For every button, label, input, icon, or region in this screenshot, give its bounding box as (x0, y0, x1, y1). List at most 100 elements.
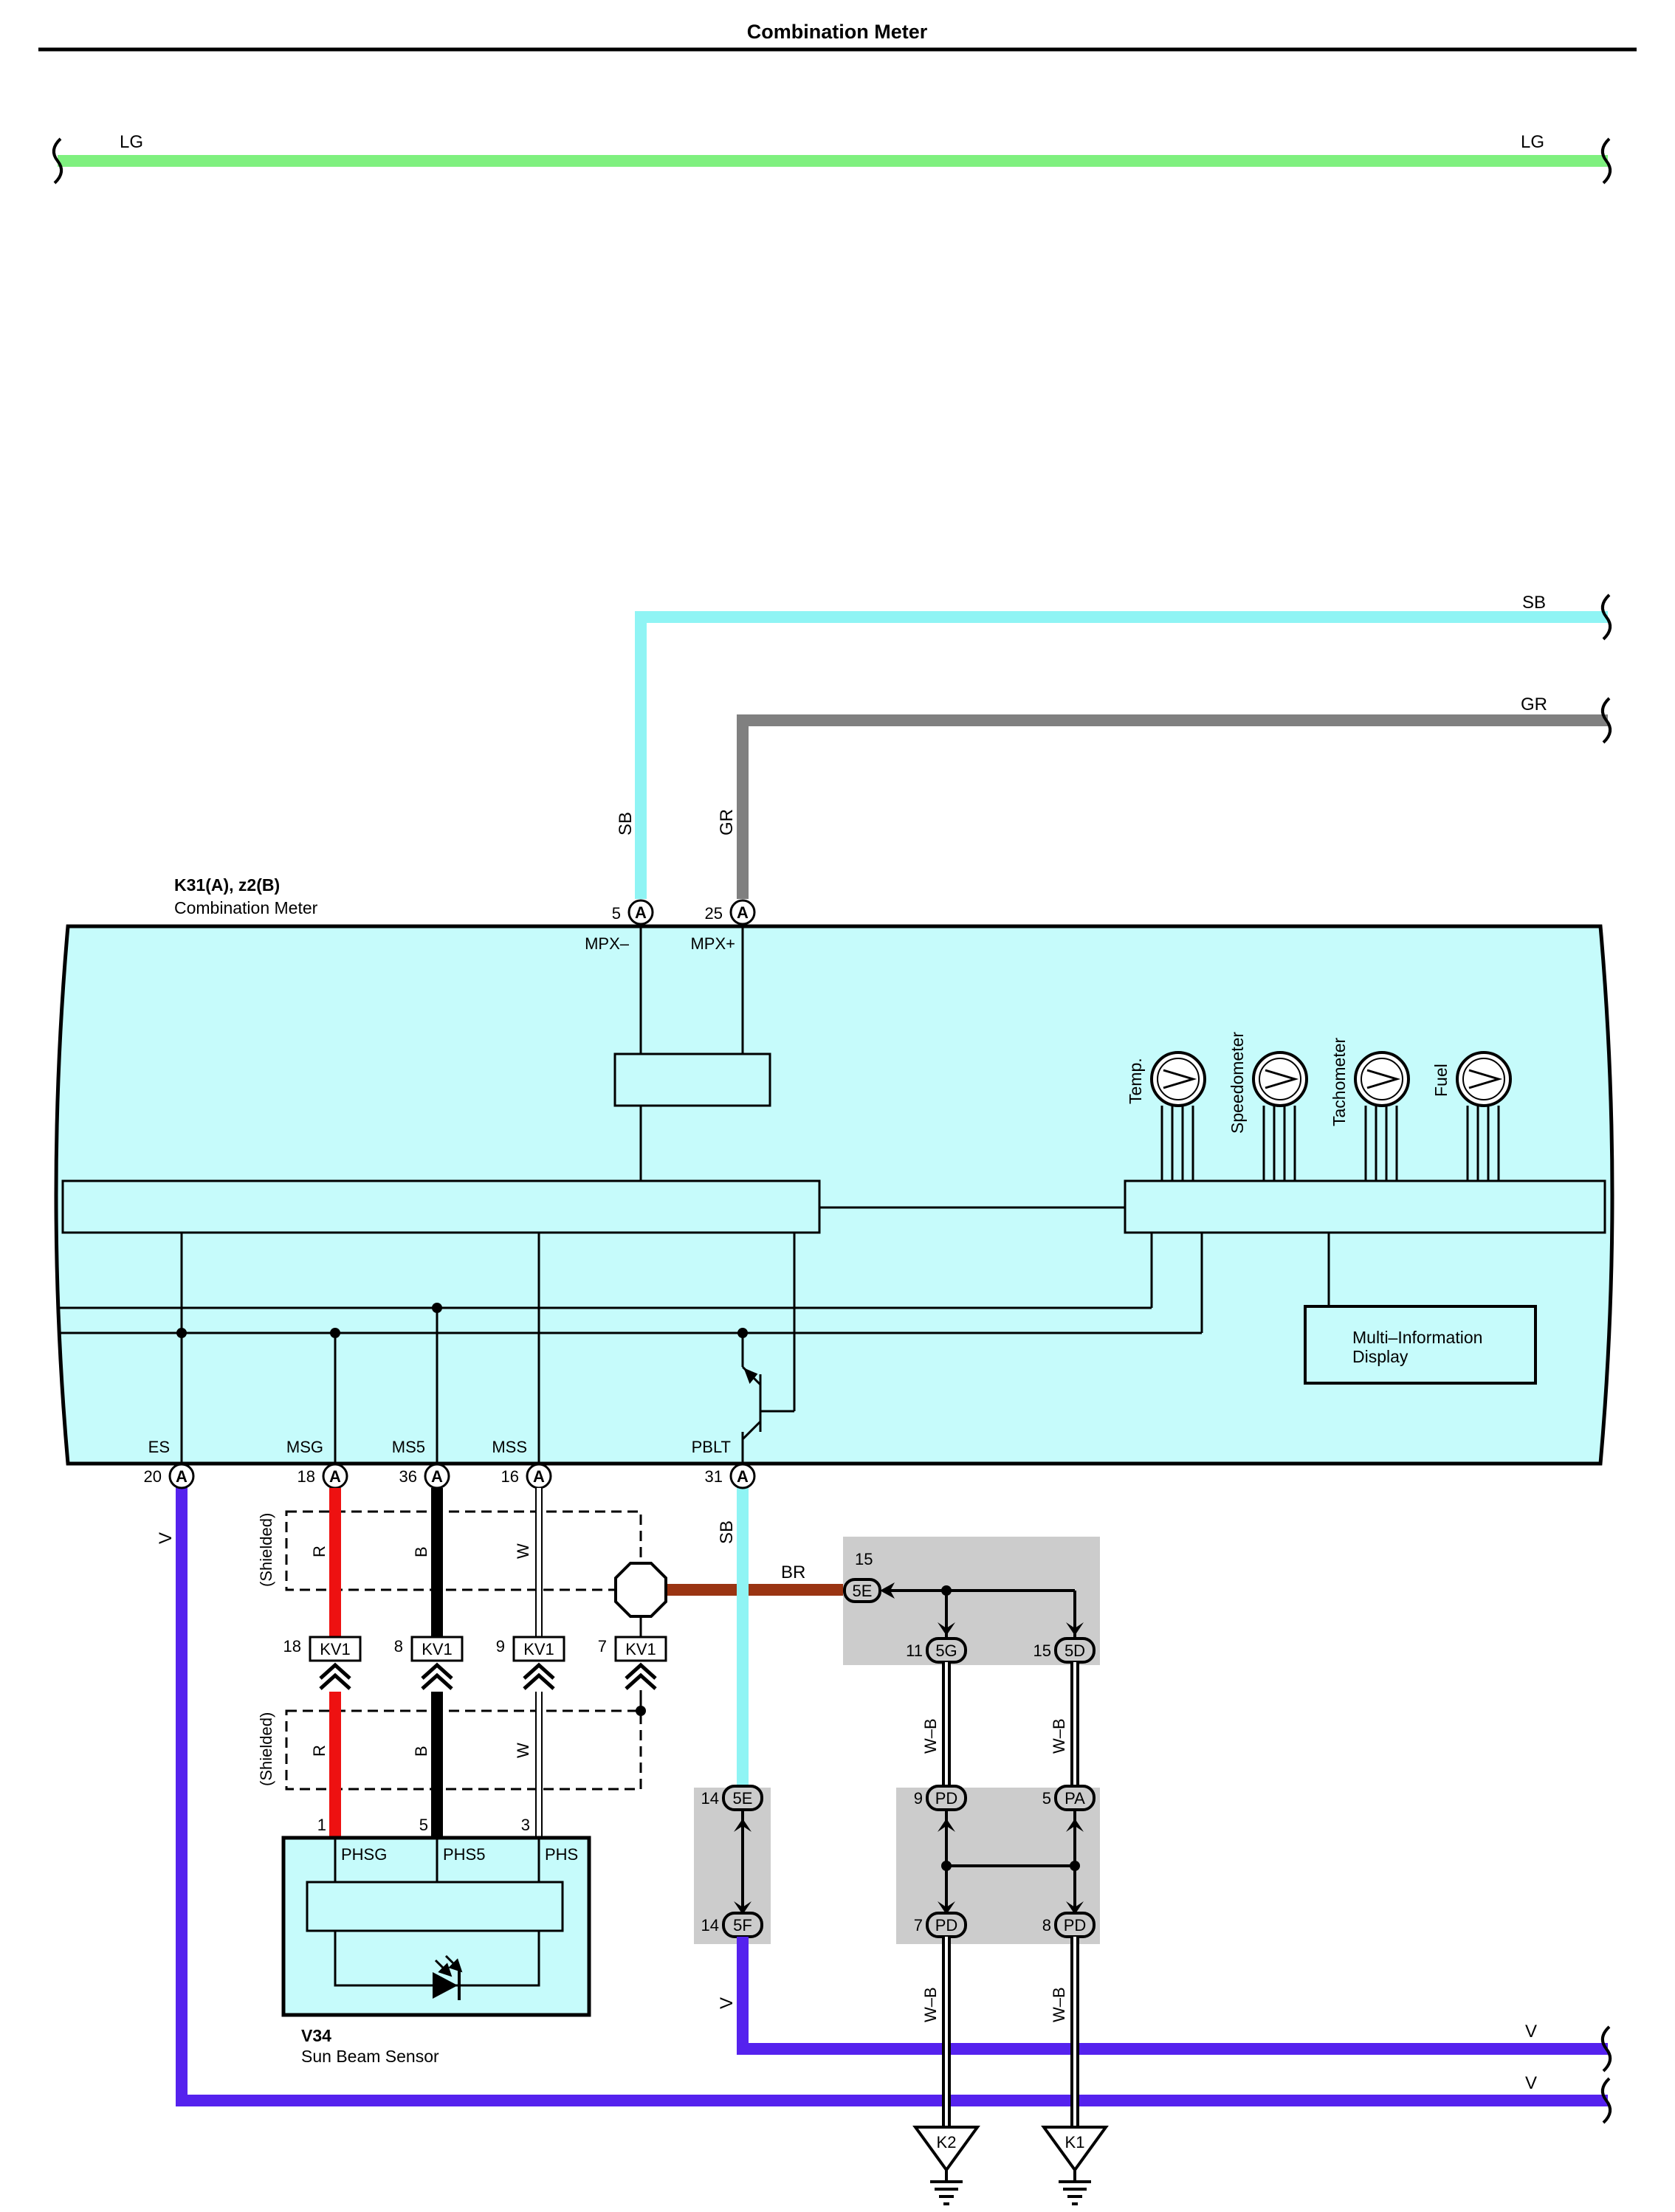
svg-text:R: R (310, 1745, 329, 1757)
gauge-speedometer: Speedometer (1228, 1032, 1308, 1181)
shield-drain: BR (614, 1562, 861, 1637)
pin-label-msg: MSG (286, 1438, 323, 1456)
svg-text:Speedometer: Speedometer (1228, 1032, 1247, 1134)
combination-meter: K31(A), z2(B) Combination Meter 5 A MPX–… (54, 875, 1614, 1466)
svg-text:Temp.: Temp. (1126, 1058, 1145, 1104)
svg-text:(Shielded): (Shielded) (257, 1712, 275, 1786)
svg-text:Display: Display (1352, 1347, 1409, 1366)
wire-label-sb-vert: SB (616, 812, 636, 835)
junction-dots (176, 1303, 748, 1338)
pin-msg: 18 A (297, 1463, 348, 1489)
pin-es: 20 A (144, 1463, 195, 1489)
svg-text:18: 18 (297, 1467, 315, 1486)
svg-text:K1: K1 (1065, 2133, 1085, 2151)
gr-wire-top: GR GR (717, 695, 1612, 899)
svg-text:(Shielded): (Shielded) (257, 1513, 275, 1587)
svg-text:31: 31 (705, 1467, 723, 1486)
ground-k1: K1 (1041, 2126, 1109, 2205)
svg-text:5: 5 (419, 1816, 428, 1834)
pin-mpx-plus: 25 A MPX+ (690, 899, 756, 953)
svg-text:14: 14 (701, 1916, 719, 1934)
gauge-tachometer: Tachometer (1330, 1037, 1410, 1181)
kv1-pin-7: 7 KV1 (598, 1636, 667, 1690)
photodiode-icon (433, 1954, 463, 2000)
svg-text:16: 16 (501, 1467, 519, 1486)
svg-text:W–B: W–B (1050, 1987, 1068, 2022)
svg-text:SB: SB (717, 1520, 737, 1544)
svg-text:KV1: KV1 (523, 1640, 554, 1658)
junction-block-5e: 15 5E 11 5G 15 5D (843, 1537, 1100, 1665)
svg-text:3: 3 (521, 1816, 530, 1834)
sensor-code: V34 (301, 2026, 331, 2045)
pin-label-mss: MSS (492, 1438, 527, 1456)
sun-beam-sensor: 1 5 3 PHSG PHS5 PHS V34 Sun Beam Sensor (281, 1816, 591, 2066)
pin-mss: 16 A (501, 1463, 552, 1489)
svg-text:KV1: KV1 (625, 1640, 656, 1658)
svg-text:5: 5 (612, 904, 621, 923)
svg-text:7: 7 (598, 1637, 607, 1655)
svg-text:Multi–Information: Multi–Information (1352, 1328, 1482, 1347)
svg-text:25: 25 (705, 904, 723, 923)
v-wire-es: V V (156, 1476, 1612, 2124)
svg-text:15: 15 (1033, 1641, 1051, 1660)
svg-text:1: 1 (317, 1816, 326, 1834)
wire-label-lg-left: LG (120, 132, 143, 152)
wire-label-gr-top: GR (1521, 695, 1547, 714)
meter-name: Combination Meter (174, 898, 318, 917)
wire-label-v-right1: V (1525, 2022, 1537, 2042)
svg-text:18: 18 (283, 1637, 301, 1655)
wb-wires-lower: W–B W–B (921, 1937, 1079, 2127)
svg-text:R: R (310, 1546, 329, 1557)
svg-text:B: B (412, 1746, 430, 1757)
kv1-pin-9: 9 KV1 (496, 1636, 565, 1690)
transistor-icon (741, 1365, 762, 1441)
kv1-pin-18: 18 KV1 (283, 1636, 362, 1690)
svg-text:11: 11 (906, 1641, 923, 1660)
svg-text:KV1: KV1 (320, 1640, 351, 1658)
svg-text:A: A (533, 1467, 545, 1486)
junction-block-5f: 14 5E 14 5F (694, 1785, 771, 1944)
mpx-minus-label: MPX– (585, 934, 630, 953)
pin-label-ms5: MS5 (392, 1438, 425, 1456)
svg-text:A: A (737, 1467, 749, 1486)
meter-code: K31(A), z2(B) (174, 875, 280, 895)
svg-text:W–B: W–B (1050, 1718, 1068, 1754)
meter-bottom-pins: 20 A 18 A 36 A 16 A (144, 1463, 552, 1489)
svg-text:A: A (635, 903, 647, 922)
svg-text:7: 7 (914, 1916, 923, 1934)
svg-text:B: B (412, 1546, 430, 1557)
svg-text:Fuel: Fuel (1431, 1064, 1451, 1097)
wb-wires-upper: W–B W–B (921, 1662, 1079, 1795)
svg-text:15: 15 (855, 1550, 873, 1568)
pin-ms5: 36 A (399, 1463, 450, 1489)
gauge-fuel: Fuel (1431, 1051, 1512, 1181)
svg-text:14: 14 (701, 1789, 719, 1808)
svg-text:Tachometer: Tachometer (1330, 1037, 1349, 1126)
svg-text:KV1: KV1 (422, 1640, 453, 1658)
svg-text:5D: 5D (1064, 1641, 1085, 1660)
sensor-name: Sun Beam Sensor (301, 2047, 439, 2066)
svg-text:36: 36 (399, 1467, 417, 1486)
svg-text:5G: 5G (935, 1641, 957, 1660)
wire-label-v-right2: V (1525, 2073, 1537, 2093)
wire-label-sb-top: SB (1522, 593, 1546, 613)
svg-text:W–B: W–B (921, 1718, 940, 1754)
svg-text:PHS: PHS (545, 1845, 578, 1864)
v-wire-mid: V V (717, 1937, 1612, 2073)
wire-label-lg-right: LG (1521, 132, 1544, 152)
svg-text:PD: PD (935, 1789, 958, 1808)
wire-label-gr-vert: GR (717, 809, 737, 835)
pin-mpx-minus: 5 A MPX– (585, 899, 654, 953)
ground-icon (930, 2170, 963, 2205)
sb-wire-top: SB SB (616, 593, 1612, 899)
svg-text:V: V (156, 1532, 176, 1544)
pin-label-pblt: PBLT (692, 1438, 731, 1456)
svg-text:5E: 5E (733, 1789, 753, 1808)
svg-text:PD: PD (935, 1916, 958, 1934)
junction-block-pd: 9 PD 5 PA 7 PD 8 PD (896, 1785, 1100, 1944)
svg-text:9: 9 (496, 1637, 505, 1655)
svg-text:A: A (329, 1467, 341, 1486)
svg-text:PHS5: PHS5 (443, 1845, 485, 1864)
svg-text:A: A (431, 1467, 443, 1486)
